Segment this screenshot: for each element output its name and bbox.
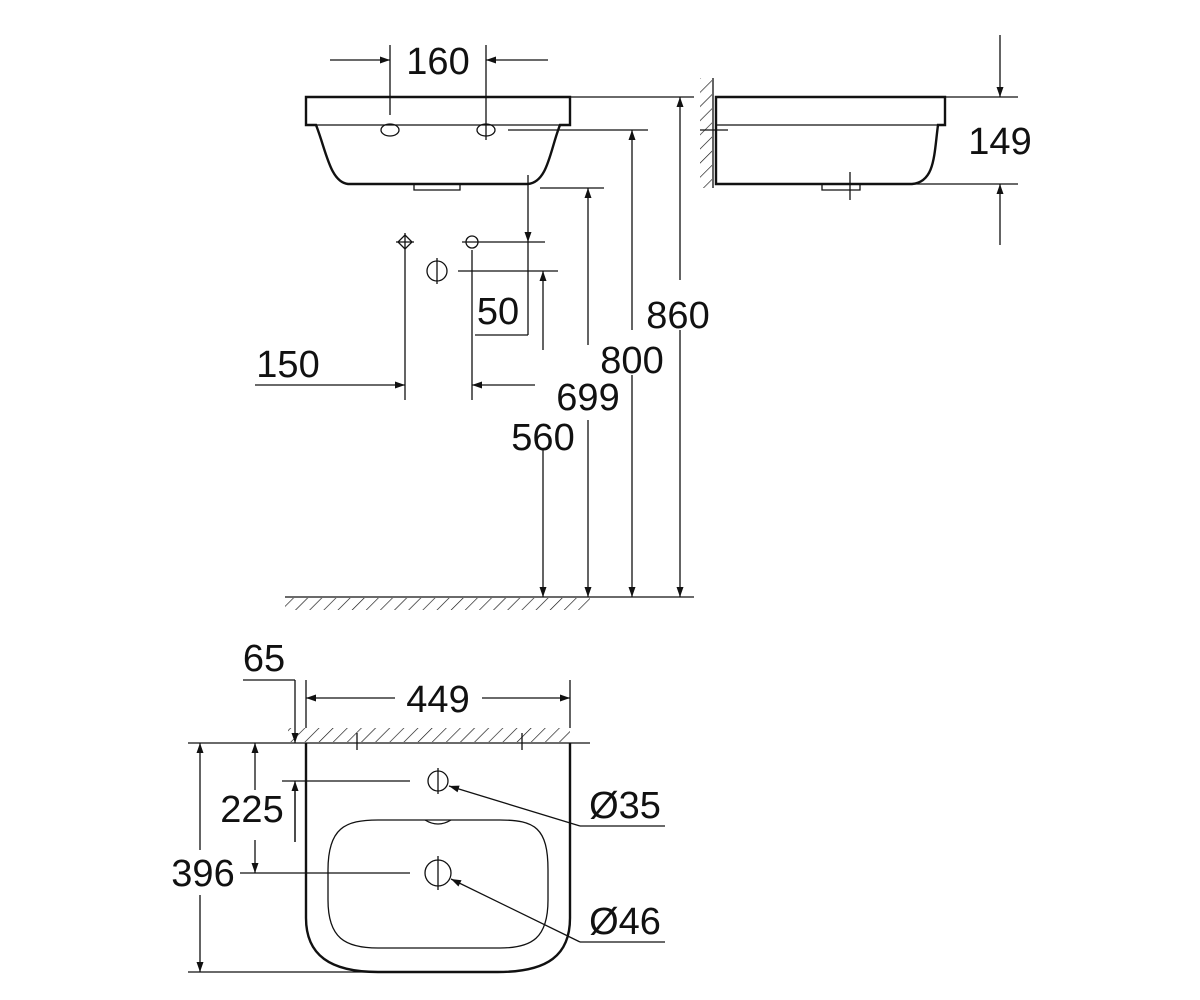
wall-hatch — [700, 78, 712, 188]
dim-50: 50 — [477, 291, 519, 333]
dim-449: 449 — [406, 679, 469, 721]
front-view: 160 150 50 560 — [255, 41, 710, 610]
floor-hatch — [285, 598, 590, 610]
fixing-point-left — [396, 233, 414, 400]
dim-800: 800 — [600, 340, 663, 382]
dim-860: 860 — [646, 295, 709, 337]
fixing-point-right — [462, 235, 545, 400]
basin-top-outline — [304, 743, 572, 974]
top-wall-hatch — [288, 728, 570, 742]
dim-150: 150 — [256, 344, 319, 386]
basin-side-outline — [714, 95, 947, 186]
dim-diameter-46: Ø46 — [589, 901, 661, 943]
waste-stub — [413, 184, 461, 191]
side-waste-stub — [821, 184, 861, 191]
dim-699: 699 — [556, 377, 619, 419]
waste-outlet-point — [426, 258, 558, 284]
dim-160: 160 — [406, 41, 469, 83]
basin-front-outline — [304, 95, 572, 186]
dim-65: 65 — [243, 638, 285, 680]
dim-560: 560 — [511, 417, 574, 459]
dim-149: 149 — [968, 121, 1031, 163]
dim-diameter-35: Ø35 — [589, 785, 661, 827]
bowl-inner — [327, 819, 549, 949]
dim-225: 225 — [220, 789, 283, 831]
tap-hole-left — [380, 123, 400, 137]
side-view: 149 — [700, 35, 1032, 245]
dim-396: 396 — [171, 853, 234, 895]
top-view: Ø35 Ø46 449 65 225 396 — [171, 638, 665, 974]
